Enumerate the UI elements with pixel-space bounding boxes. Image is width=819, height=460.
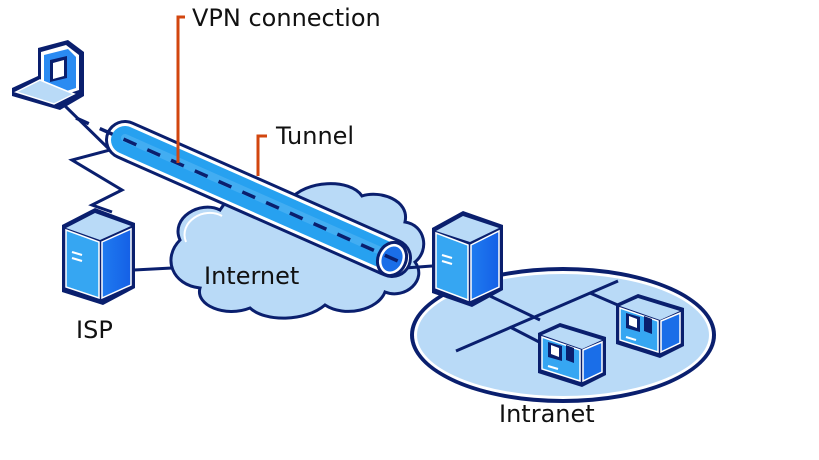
tunnel-label: Tunnel: [275, 122, 354, 150]
vpn-connection-label: VPN connection: [192, 4, 381, 32]
leader-lines: [176, 15, 267, 176]
vpn-connection-leader: [176, 15, 185, 163]
isp-internet-link: [133, 266, 173, 272]
desktop-icon-2: [616, 294, 684, 358]
tunnel-leader: [256, 134, 267, 176]
desktop-icon-1: [538, 323, 606, 387]
internet-label: Internet: [204, 262, 299, 290]
laptop-icon: [12, 40, 84, 110]
intranet-label: Intranet: [499, 400, 595, 428]
lightning-link: [60, 101, 126, 214]
isp-label: ISP: [76, 316, 113, 344]
vpn-server-icon: [432, 211, 503, 307]
isp-server-icon: [62, 208, 135, 305]
vpn-tunnel: [75, 116, 412, 278]
